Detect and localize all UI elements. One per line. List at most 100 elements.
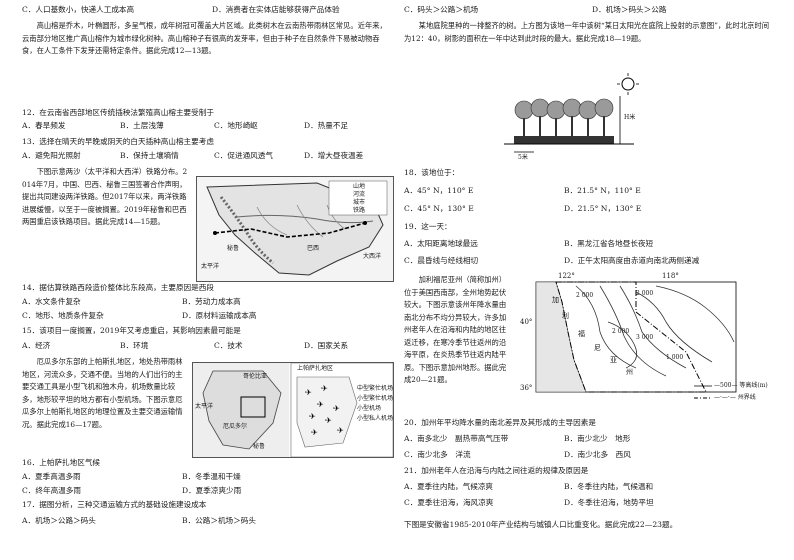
tree-shadow-graphic: [504, 73, 639, 153]
q13-option-a[interactable]: A．避免阳光照射: [22, 151, 81, 160]
q21-option-b[interactable]: B．冬季往内陆，气候温和: [564, 482, 654, 491]
q16-option-d[interactable]: D．夏季凉爽少雨: [182, 486, 242, 495]
question-12-stem: 12．在云南省西部地区传统插秧法繁殖高山榕主要受制于: [22, 108, 214, 117]
label-pacific-2: 太平洋: [195, 403, 214, 410]
q15-option-a[interactable]: A．经济: [22, 341, 51, 350]
q12-option-b[interactable]: B．土层浅薄: [120, 121, 164, 130]
question-14-stem: 14．据估算铁路西段造价整体比东段高，主要原因是西段: [22, 283, 214, 292]
q14-option-b[interactable]: B．劳动力成本高: [182, 297, 241, 306]
q16-option-a[interactable]: A．夏季高温多雨: [22, 472, 81, 481]
question-20-stem: 20．加州年平均降水量的南北差异及其形成的主导因素是: [404, 418, 596, 427]
q13-option-b[interactable]: B．保持土壤墒情: [120, 151, 179, 160]
passage-12-13: 高山榕是乔木，叶椭圆形，多呈气根，成年树冠可覆盖大片区域。此类树木在云南热带雨林…: [22, 21, 387, 55]
q13-option-c[interactable]: C．促进通风透气: [214, 151, 273, 160]
place-fu: 福: [578, 330, 585, 338]
svg-text:✈: ✈: [317, 400, 324, 409]
contour-label-2: 2 000: [636, 290, 654, 297]
legend-state-boundary: —·—·— 州界线: [714, 394, 756, 401]
legend-private-airport: 小型私人机场: [357, 415, 394, 422]
q20-option-d[interactable]: D．南少北多 西风: [564, 450, 631, 459]
q19-option-c[interactable]: C．晨昏线与经线相切: [404, 256, 479, 265]
svg-text:✈: ✈: [311, 428, 318, 437]
svg-text:✈: ✈: [337, 426, 344, 435]
option-d: D．消费者在实体店能够获得产品体验: [212, 5, 340, 14]
legend-river: 河流: [353, 191, 366, 198]
label-pacific: 太平洋: [201, 263, 220, 270]
option-c: C．人口基数小，快递人工成本高: [22, 5, 135, 14]
q20-option-c[interactable]: C．南少北多 洋流: [404, 450, 471, 459]
contour-label-5: 1 000: [666, 354, 684, 361]
railway-map-graphic: [197, 177, 393, 281]
q14-option-d[interactable]: D．原材料运输成本高: [182, 311, 257, 320]
railway-map: 山地 河流 城市 铁路 太平洋 大西洋 秘鲁 巴西: [196, 176, 394, 282]
legend-city: 城市: [353, 199, 366, 206]
q15-option-b[interactable]: B．环境: [120, 341, 149, 350]
svg-text:✈: ✈: [325, 416, 332, 425]
legend-railway: 铁路: [353, 207, 366, 214]
q19-option-a[interactable]: A．太阳距离地球最远: [404, 239, 478, 248]
question-19-stem: 19．这一天：: [404, 222, 452, 231]
place-ni: 尼: [594, 344, 601, 352]
q17-option-d[interactable]: D．机场＞码头＞公路: [592, 5, 667, 14]
label-atlantic: 大西洋: [363, 253, 382, 260]
ecuador-map-graphic: ✈ ✈ ✈ ✈ ✈ ✈ ✈ ✈: [193, 363, 393, 457]
svg-text:✈: ✈: [305, 388, 312, 397]
passage-16-17: 厄瓜多尔东部的上帕斯扎地区，地处热带雨林地区，河流众多，交通不便。当地的人们出行…: [22, 357, 183, 429]
q18-option-c[interactable]: C．45° N，130° E: [404, 204, 474, 213]
label-colombia: 哥伦比亚: [243, 373, 268, 380]
q14-option-c[interactable]: C．地形、地质条件复杂: [22, 311, 104, 320]
ecuador-map: ✈ ✈ ✈ ✈ ✈ ✈ ✈ ✈ 上帕萨扎地区 中型繁忙机场 小型繁忙机场 小型机…: [192, 362, 394, 458]
question-13-stem: 13．选择在晴天的早晚或阴天的白天插种高山榕主要考虑: [22, 137, 214, 146]
place-zhou: 州: [626, 368, 633, 376]
q15-option-d[interactable]: D．国家关系: [304, 341, 349, 350]
q21-option-a[interactable]: A．夏季往内陆，气候凉爽: [404, 482, 494, 491]
q13-option-d[interactable]: D．增大昼夜温差: [304, 151, 364, 160]
legend-small-airport: 小型机场: [357, 405, 382, 412]
legend-mountain: 山地: [353, 183, 366, 190]
q21-option-d[interactable]: D．冬季往沿海，地势平坦: [564, 498, 654, 507]
label-peru: 秘鲁: [227, 245, 240, 252]
q18-option-d[interactable]: D．21.5° N，130° E: [564, 204, 642, 213]
latitude-36: 36°: [520, 384, 533, 392]
contour-label-3: 2 000: [612, 328, 630, 335]
svg-text:✈: ✈: [309, 412, 316, 421]
legend-medium-airport: 中型繁忙机场: [357, 385, 394, 392]
q21-option-c[interactable]: C．夏季往沿海，海风凉爽: [404, 498, 494, 507]
contour-label-4: 3 000: [636, 334, 654, 341]
q16-option-c[interactable]: C．终年高温多雨: [22, 486, 81, 495]
label-brazil: 巴西: [307, 245, 320, 252]
q17-option-a[interactable]: A．机场＞公路＞码头: [22, 516, 96, 525]
place-jia: 加: [552, 296, 559, 304]
passage-22-23: 下图是安徽省1985-2010年产业结构与城镇人口比重变化。据此完成22—23题…: [404, 520, 678, 529]
q15-option-c[interactable]: C．技术: [214, 341, 243, 350]
longitude-122: 122°: [558, 272, 575, 280]
q18-option-b[interactable]: B．21.5° N，110° E: [564, 186, 641, 195]
q12-option-c[interactable]: C．地形崎岖: [214, 121, 258, 130]
contour-label-1: 2 000: [576, 292, 594, 299]
q19-option-b[interactable]: B．黑龙江省各地昼长夜短: [564, 239, 654, 248]
longitude-118: 118°: [662, 272, 679, 280]
question-15-stem: 15．该项目一度搁置，2019年又考虑重启，其影响因素最可能是: [22, 326, 241, 335]
tree-shadow-diagram: H米 5米: [504, 70, 654, 165]
q19-option-d[interactable]: D．正午太阳高度由赤道向南北两侧递减: [564, 256, 700, 265]
place-li: 利: [562, 312, 569, 320]
q16-option-b[interactable]: B．冬季温和干燥: [182, 472, 241, 481]
q12-option-d[interactable]: D．热量不足: [304, 121, 349, 130]
q20-option-b[interactable]: B．南少北少 地形: [564, 434, 631, 443]
latitude-40: 40°: [520, 318, 533, 326]
question-18-stem: 18．该地位于：: [404, 168, 460, 177]
label-peru-2: 秘鲁: [253, 443, 266, 450]
q17-option-b[interactable]: B．公路＞机场＞码头: [182, 516, 256, 525]
place-ya: 亚: [610, 356, 617, 364]
q18-option-a[interactable]: A．45° N，110° E: [404, 186, 474, 195]
right-column: C．码头＞公路＞机场 D．机场＞码头＞公路 某地庭院里种的一排整齐的树。上方图为…: [404, 0, 776, 560]
q17-option-c[interactable]: C．码头＞公路＞机场: [404, 5, 479, 14]
svg-text:✈: ✈: [321, 384, 328, 393]
q12-option-a[interactable]: A．春旱频发: [22, 121, 66, 130]
label-height: H米: [624, 114, 636, 121]
q20-option-a[interactable]: A．南多北少 副热带高气压带: [404, 434, 509, 443]
q14-option-a[interactable]: A．水文条件复杂: [22, 297, 81, 306]
passage-14-15: 下图示意两沙（太平洋和大西洋）铁路分布。2014年7月，中国、巴西、秘鲁三国签署…: [22, 167, 188, 226]
label-width: 5米: [518, 154, 528, 161]
question-16-stem: 16．上帕萨扎地区气候: [22, 458, 101, 467]
